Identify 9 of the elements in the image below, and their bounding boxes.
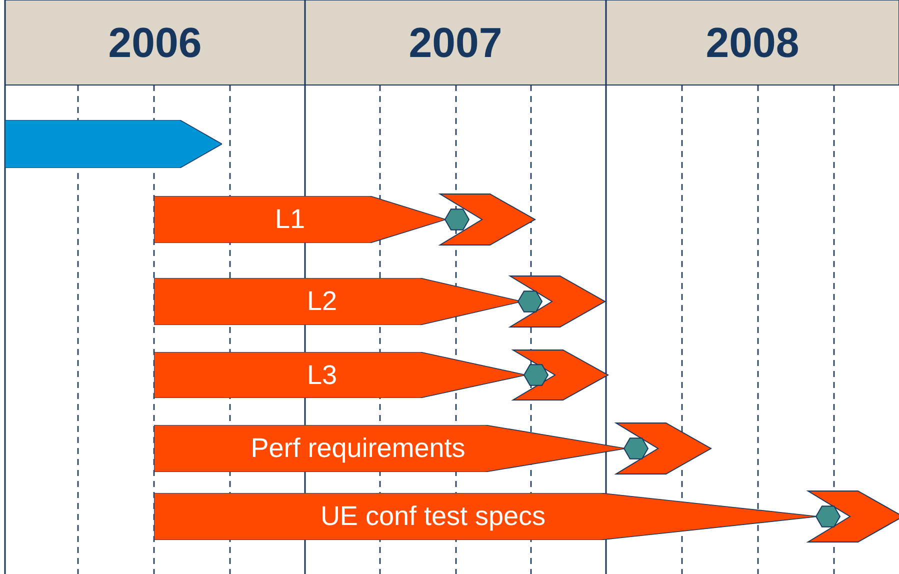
bar-label: L2	[306, 285, 338, 318]
year-label: 2007	[408, 18, 504, 68]
bar-label: L3	[306, 358, 338, 392]
bar-label: Perf requirements	[250, 432, 466, 465]
bar-label: L1	[274, 203, 306, 236]
year-label: 2006	[107, 18, 203, 68]
bar-label: UE conf test specs	[319, 500, 547, 533]
task-bar	[5, 120, 222, 168]
year-label: 2008	[704, 18, 800, 68]
